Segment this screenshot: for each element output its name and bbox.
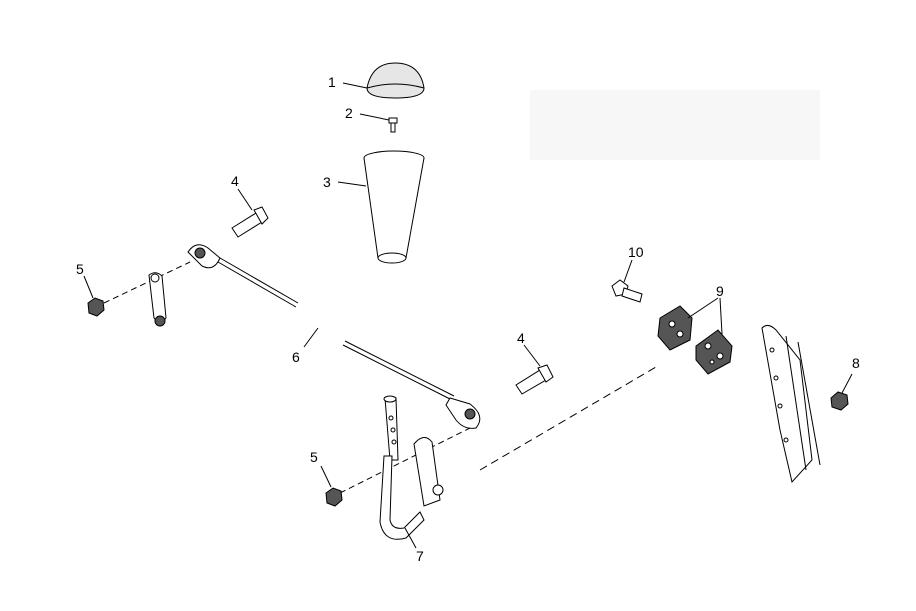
callout-9: 9 [716,283,724,299]
leader-4b [523,344,541,367]
leader-1 [342,82,368,89]
leader-8 [841,373,853,394]
leader-9b [719,297,723,335]
leader-10 [623,259,633,283]
leader-3 [337,181,367,187]
part-5-nut-lower [325,487,343,507]
background-smudge [530,90,820,160]
callout-4-upper: 4 [231,173,239,189]
callout-2: 2 [345,105,353,121]
part-10-bolt [611,279,643,303]
alignment-line-long [479,366,657,471]
callout-1: 1 [328,74,336,90]
part-6-shift-rod [187,244,481,429]
callout-5-lower: 5 [310,449,318,465]
part-9-bushings [657,305,733,375]
alignment-line-center [339,427,471,494]
leader-6 [303,327,319,348]
mounting-bracket [761,324,821,484]
callout-3: 3 [323,174,331,190]
callout-6: 6 [292,349,300,365]
leader-7 [404,527,417,549]
part-2-screw [388,117,398,133]
callout-10: 10 [628,244,644,260]
part-8-nut [830,391,849,411]
leader-5a [83,275,94,299]
leader-2 [359,113,390,121]
part-4-bolt-upper [231,206,269,238]
lever-arm-left [148,272,167,327]
part-3-shift-boot [363,150,425,264]
callout-8: 8 [852,355,860,371]
part-7-shift-lever [379,395,444,540]
part-1-knob-cap [366,62,425,99]
leader-4a [237,188,253,211]
callout-7: 7 [416,548,424,564]
alignment-line-left [103,261,191,304]
callout-4-lower: 4 [517,330,525,346]
callout-5-left: 5 [76,261,84,277]
part-4-bolt-lower [515,364,554,395]
leader-9a [687,297,719,319]
leader-5b [320,465,332,488]
part-5-nut-left [87,297,105,317]
